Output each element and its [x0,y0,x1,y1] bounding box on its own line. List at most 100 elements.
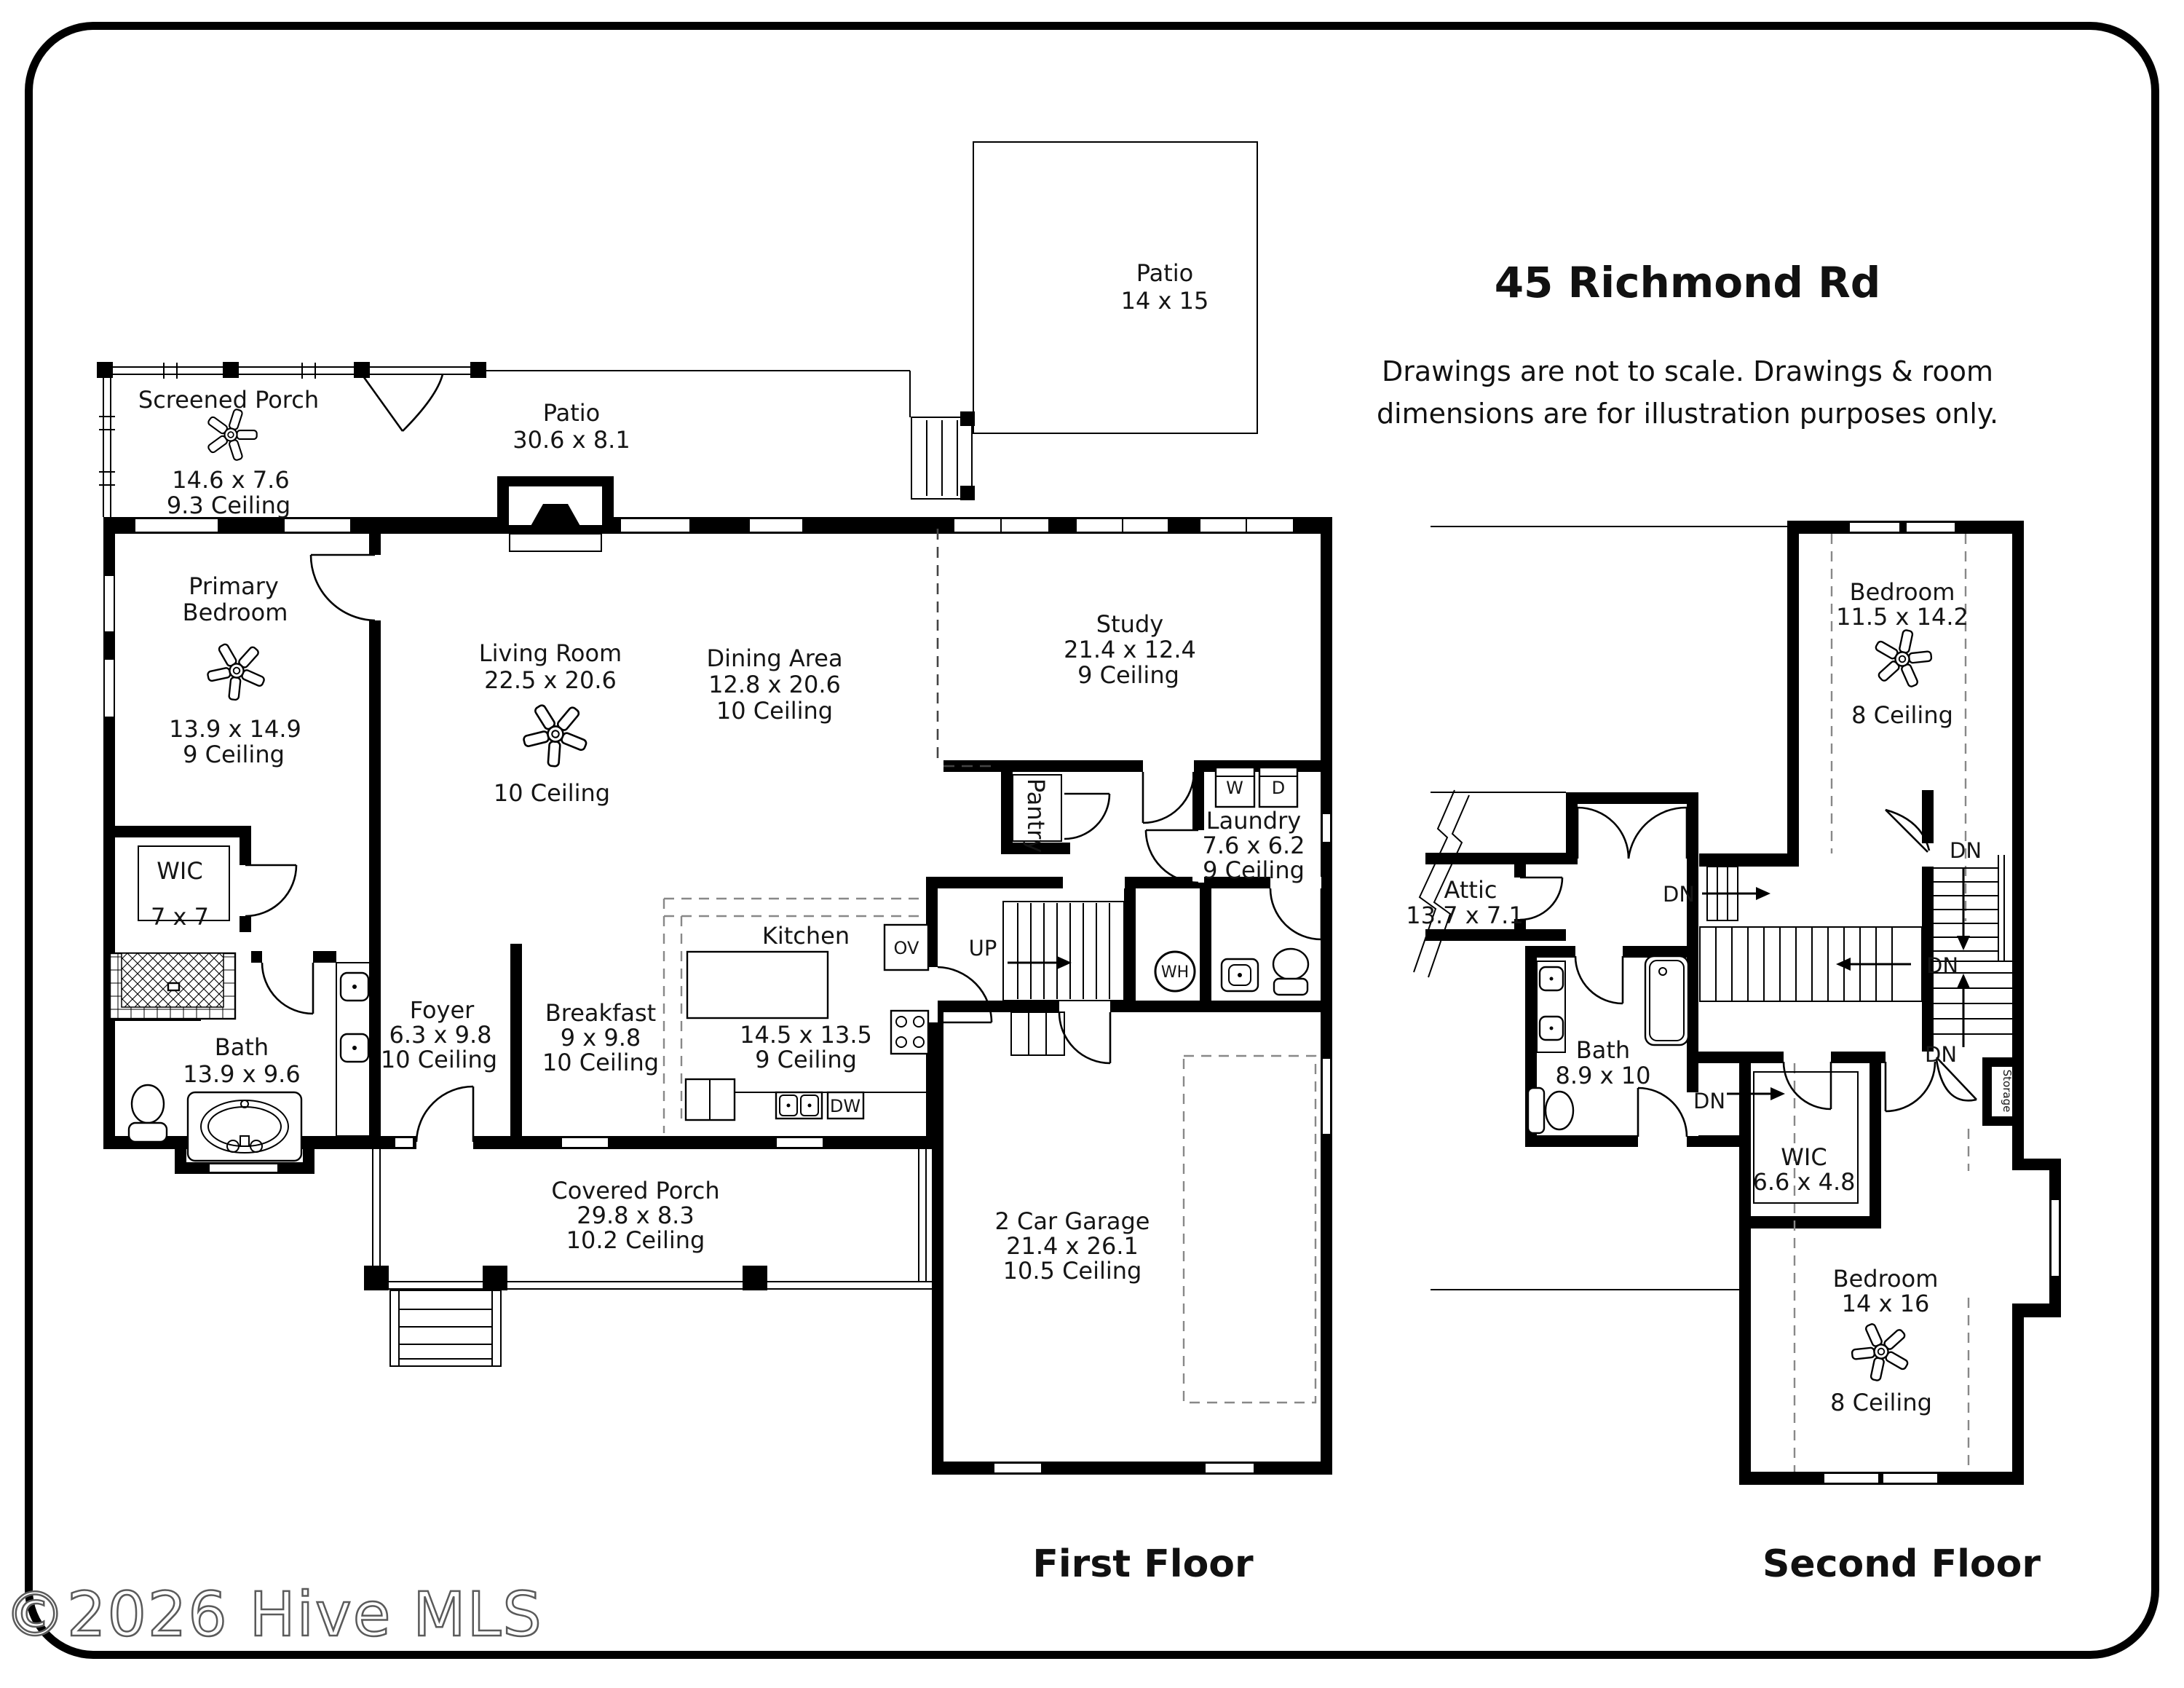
room-dims: 11.5 x 14.2 [1836,603,1969,631]
oven-label: OV [894,938,919,958]
water-heater-label: WH [1161,963,1189,982]
shower-icon [108,952,237,1020]
room-ceiling: 10 Ceiling [494,779,610,807]
second-bath-fixtures [1527,955,1690,1135]
room-ceiling: 10 Ceiling [381,1046,497,1073]
room-dims: 29.8 x 8.3 [577,1202,694,1229]
bath-toilet-icon [127,1084,168,1143]
room-label: Patio [1136,259,1193,287]
address-title: 45 Richmond Rd [1495,258,1881,307]
first-floor-doors [245,374,1323,1143]
second-floor-walls [1425,521,2061,1485]
room-dims: 21.4 x 26.1 [1006,1232,1139,1260]
second-floor-labels: Bedroom 11.5 x 14.2 8 Ceiling Attic 13.7… [1406,578,2041,1586]
room-ceiling: 9 Ceiling [755,1046,857,1073]
roof-lines [1413,526,1787,1290]
second-floor-doors [1519,806,1977,1137]
room-dims: 13.9 x 9.6 [183,1060,300,1088]
room-label: Bedroom [183,599,288,626]
oven-icon [883,923,930,971]
room-label: Bath [215,1033,269,1061]
stairs-down-label: DN [1950,838,1982,863]
stairs-down-label: DN [1925,1042,1957,1067]
kitchen-fixtures [684,923,930,1121]
second-floor-windows [1823,521,2060,1484]
room-dims: 8.9 x 10 [1556,1062,1651,1089]
room-label: Covered Porch [551,1177,719,1204]
stairs-down-label: DN [1663,882,1695,907]
second-floor-title: Second Floor [1762,1542,2041,1586]
room-dims: 13.7 x 7.1 [1406,902,1523,929]
room-label: Screened Porch [138,386,319,414]
first-floor-title: First Floor [1032,1542,1254,1586]
washer-label: W [1226,778,1243,798]
ceiling-fan-icon [1867,623,1938,692]
room-label: Primary [189,572,279,600]
first-floor-door-gaps [240,760,1321,1149]
room-label: Kitchen [762,922,850,950]
room-ceiling: 9.3 Ceiling [167,492,290,519]
stairs-down-label: DN [1926,953,1958,978]
disclaimer-line-1: Drawings are not to scale. Drawings & ro… [1382,355,1993,387]
room-dims: 14 x 15 [1121,287,1209,315]
covered-porch-frame [364,1149,932,1367]
room-label: Bedroom [1833,1265,1939,1293]
washer-icon [1214,766,1256,808]
room-ceiling: 9 Ceiling [1077,661,1179,689]
stairs-down-label: DN [1693,1089,1725,1113]
room-dims: 7.6 x 6.2 [1202,832,1305,859]
room-dims: 30.6 x 8.1 [513,426,630,454]
disclaimer-line-2: dimensions are for illustration purposes… [1377,398,1998,430]
room-ceiling: 10 Ceiling [716,697,833,725]
room-dims: 14.5 x 13.5 [740,1021,872,1049]
screened-porch-frame [97,362,911,517]
room-label: Breakfast [545,999,656,1027]
ceiling-fan-icon [511,687,602,778]
second-floor-plan: Bedroom 11.5 x 14.2 8 Ceiling Attic 13.7… [1406,521,2061,1586]
room-label: Patio [543,399,600,427]
room-ceiling: 8 Ceiling [1830,1389,1932,1416]
stairs-up-label: UP [969,936,997,961]
room-dims: 6.3 x 9.8 [389,1021,491,1049]
storage-label: Storage [2001,1070,2014,1113]
dishwasher-label: DW [830,1096,860,1116]
title-block: 45 Richmond Rd Drawings are not to scale… [1377,258,1998,430]
vanity-counter [1536,961,1566,1053]
stair-direction-arrows [1702,868,1970,1100]
water-heater-icon [1154,950,1196,993]
room-label: Laundry [1206,807,1301,835]
dryer-icon [1258,766,1299,808]
bathtub-icon [1644,955,1690,1046]
plan-border [25,22,2159,1659]
room-ceiling: 10.5 Ceiling [1003,1257,1142,1285]
bath-fixtures [127,962,373,1162]
room-label: Living Room [479,639,622,667]
room-dims: 21.4 x 12.4 [1064,636,1196,663]
ceiling-fan-icon [196,630,276,709]
room-dims: 14.6 x 7.6 [172,466,289,494]
room-dims: 7 x 7 [151,903,209,931]
fireplace-icon [497,476,614,552]
wic2-shelves [1753,1071,1859,1204]
room-ceiling: 9 Ceiling [1203,856,1305,884]
room-ceiling: 10 Ceiling [542,1049,659,1076]
room-label: Dining Area [706,644,842,672]
first-floor-windows [103,518,1332,1474]
second-floor-dashed-lines [1793,534,1970,1472]
toilet-icon [1527,1086,1575,1135]
patio-top-outline [911,141,1258,500]
powder-sink-icon [1220,958,1259,993]
room-dims: 22.5 x 20.6 [484,666,617,694]
dryer-label: D [1272,778,1285,798]
room-label: Study [1096,610,1163,638]
first-floor-dashed-lines [662,529,1317,1404]
stove-icon [890,1009,930,1055]
room-label: Bedroom [1850,578,1955,606]
room-ceiling: 9 Ceiling [183,741,285,768]
room-label: 2 Car Garage [995,1207,1150,1235]
room-dims: 13.9 x 14.9 [169,715,301,743]
kitchen-sink-icon [775,1091,823,1120]
wic-shelves [138,845,230,921]
